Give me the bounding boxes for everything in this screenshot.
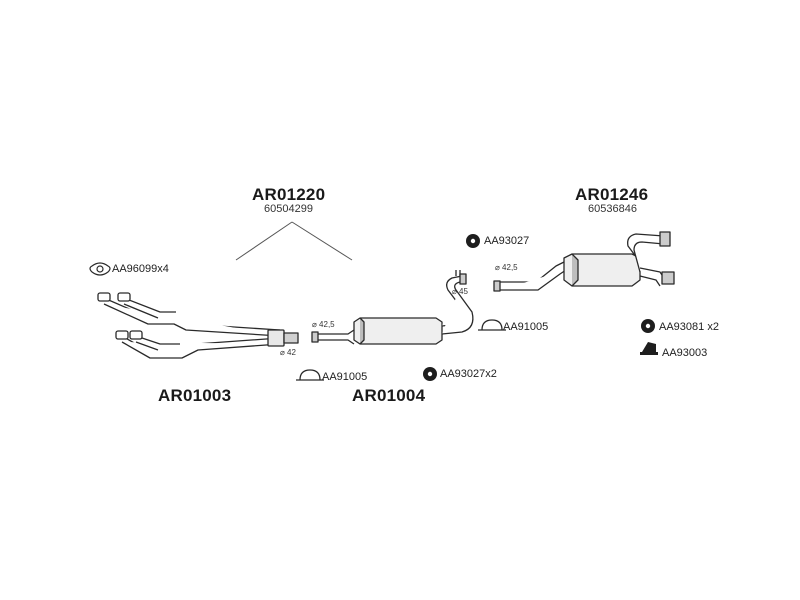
rear-silencer-pipe xyxy=(493,231,675,292)
part-number: AA93027x2 xyxy=(440,368,497,380)
rubber-mount-icon xyxy=(466,234,480,248)
part-number: AA93003 xyxy=(662,347,708,359)
rubber-mount-icon xyxy=(423,367,437,381)
assembly-code: AR01004 xyxy=(352,386,426,405)
pipe-diameter: ⌀ 42,5 xyxy=(495,263,518,272)
middle-silencer-pipe xyxy=(311,270,474,345)
pipe-diameter: ⌀ 42,5 xyxy=(312,320,335,329)
clamp-icon xyxy=(296,369,324,381)
clamp-icon xyxy=(478,319,506,331)
pipe-diameter: ⌀ 42 xyxy=(280,348,296,357)
front-manifold-pipe xyxy=(97,292,299,359)
assembly-code: AR01003 xyxy=(158,386,232,405)
assembly-code: AR01246 xyxy=(575,185,649,204)
gasket-icon xyxy=(89,262,111,276)
part-number: AA93027 xyxy=(484,235,530,247)
part-number: AA93081 x2 xyxy=(659,321,719,333)
assembly-code: AR01220 xyxy=(252,185,326,204)
pipe-diameter: ⌀ 45 xyxy=(452,287,468,296)
part-number: AA96099x4 xyxy=(112,263,169,275)
oe-number: 60504299 xyxy=(264,203,313,215)
rubber-mount-icon xyxy=(641,319,655,333)
part-number: AA91005 xyxy=(503,321,549,333)
ar01220-bracket xyxy=(235,221,353,261)
part-number: AA91005 xyxy=(322,371,368,383)
oe-number: 60536846 xyxy=(588,203,637,215)
hanger-icon xyxy=(640,342,658,355)
